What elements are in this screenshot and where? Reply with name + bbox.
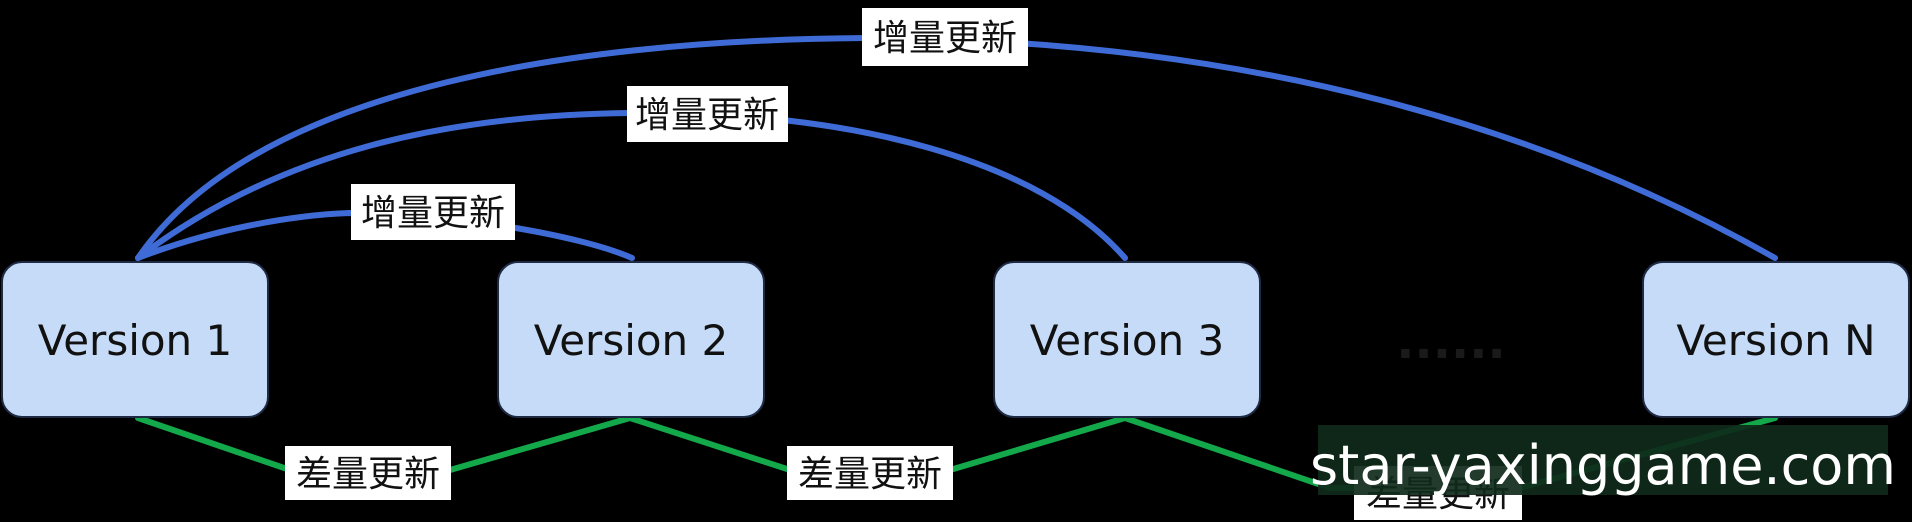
label-background	[787, 446, 953, 500]
watermark-background	[1318, 425, 1888, 495]
label-background	[862, 8, 1028, 66]
edge-label: 差量更新	[798, 454, 942, 495]
label-background	[285, 446, 451, 500]
node-version-2: Version 2	[497, 261, 765, 418]
watermark-text: star-yaxinggame.com	[1310, 434, 1896, 497]
node-box	[1642, 261, 1910, 418]
incremental-label-v1-vn: 增量更新	[862, 8, 1028, 66]
differential-label-v1-v2: 差量更新	[285, 446, 451, 500]
ellipsis: ......	[1396, 314, 1505, 370]
node-box	[1, 261, 269, 418]
node-label: Version N	[1676, 316, 1875, 365]
incremental-label-v1-v2: 增量更新	[351, 184, 515, 240]
incremental-edge-labels: 增量更新 增量更新 增量更新	[351, 8, 1028, 240]
node-version-n: Version N	[1642, 261, 1910, 418]
edge-label: 增量更新	[635, 95, 779, 136]
node-label: Version 3	[1030, 316, 1225, 365]
label-background	[627, 86, 788, 142]
node-box	[993, 261, 1261, 418]
version-nodes: Version 1 Version 2 Version 3 Version N	[1, 261, 1910, 418]
label-background	[351, 184, 515, 240]
edge-label: 增量更新	[361, 193, 505, 234]
incremental-label-v1-v3: 增量更新	[627, 86, 788, 142]
edge-label: 增量更新	[873, 18, 1017, 59]
watermark: star-yaxinggame.com	[1310, 425, 1896, 497]
node-label: Version 1	[38, 316, 233, 365]
node-box	[497, 261, 765, 418]
node-version-3: Version 3	[993, 261, 1261, 418]
node-version-1: Version 1	[1, 261, 269, 418]
incremental-edge-v1-v2	[135, 209, 635, 261]
edge-label: 差量更新	[296, 454, 440, 495]
differential-label-v2-v3: 差量更新	[787, 446, 953, 500]
node-label: Version 2	[534, 316, 729, 365]
